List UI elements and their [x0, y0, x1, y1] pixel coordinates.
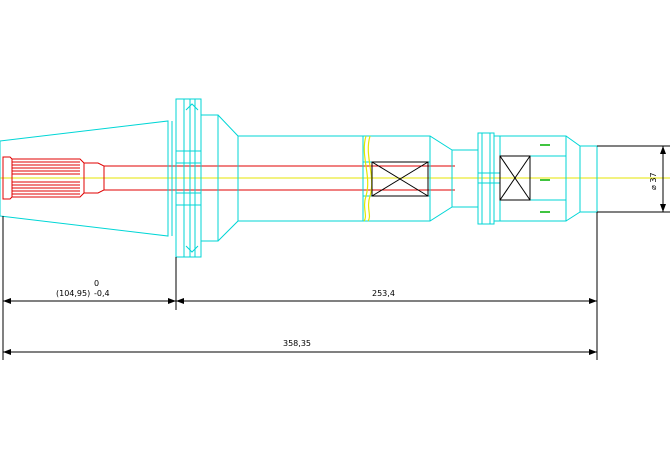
tool-end: [579, 145, 598, 213]
taper-cone: [0, 120, 169, 237]
dim-left-nominal: (104,95): [56, 289, 90, 298]
arrowheads: [3, 146, 666, 355]
red-thread-hatch: [12, 161, 80, 195]
flat-marks: [371, 155, 531, 201]
dim-left-tol-lower: -0,4: [94, 289, 110, 298]
dim-diameter: ⌀ 37: [649, 172, 658, 190]
green-marks: [540, 144, 550, 213]
dim-right-length: 253,4: [372, 289, 395, 298]
break-line: [363, 135, 373, 222]
dimension-lines: [2, 145, 670, 360]
dim-left-tol-upper: 0: [94, 279, 99, 288]
dim-total-length: 358,35: [283, 339, 311, 348]
